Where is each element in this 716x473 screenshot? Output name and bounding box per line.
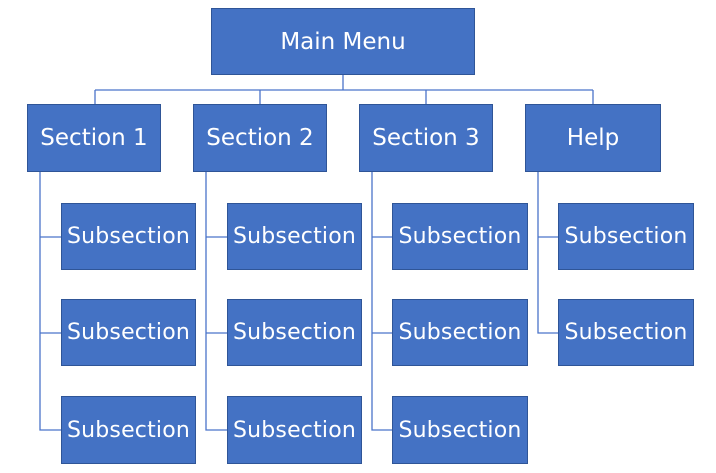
section-2-label: Section 2 [206, 125, 314, 151]
subsection-label: Subsection [232, 417, 357, 443]
main-menu-box: Main Menu [211, 8, 475, 75]
section-2-subsection-1: Subsection [227, 203, 362, 270]
main-menu-label: Main Menu [280, 28, 406, 55]
help-subsection-1: Subsection [558, 203, 694, 270]
subsection-label: Subsection [398, 320, 522, 345]
section-3-box: Section 3 [359, 104, 493, 172]
section-3-label: Section 3 [372, 125, 480, 151]
section-1-subsection-3: Subsection [61, 396, 196, 464]
subsection-label: Subsection [66, 320, 191, 345]
subsection-label: Subsection [564, 320, 688, 345]
section-2-spine [205, 172, 227, 431]
section-3-subsection-1: Subsection [392, 203, 528, 270]
section-1-spine [39, 172, 61, 431]
section-3-subsection-2: Subsection [392, 299, 528, 366]
help-section-label: Help [566, 125, 620, 151]
section-1-subsection-2: Subsection [61, 299, 196, 366]
subsection-label: Subsection [398, 224, 522, 249]
section-1-box: Section 1 [27, 104, 161, 172]
subsection-label: Subsection [232, 320, 357, 345]
section-4-spine [537, 172, 558, 334]
subsection-label: Subsection [66, 417, 191, 443]
subsection-label: Subsection [564, 224, 688, 249]
section-2-subsection-2: Subsection [227, 299, 362, 366]
subsection-label: Subsection [66, 224, 191, 249]
help-subsection-2: Subsection [558, 299, 694, 366]
subsection-label: Subsection [398, 417, 522, 443]
section-1-label: Section 1 [40, 125, 148, 151]
subsection-label: Subsection [232, 224, 357, 249]
help-section-box: Help [525, 104, 661, 172]
section-1-subsection-1: Subsection [61, 203, 196, 270]
section-3-spine [371, 172, 392, 431]
section-3-subsection-3: Subsection [392, 396, 528, 464]
section-2-subsection-3: Subsection [227, 396, 362, 464]
section-2-box: Section 2 [193, 104, 327, 172]
